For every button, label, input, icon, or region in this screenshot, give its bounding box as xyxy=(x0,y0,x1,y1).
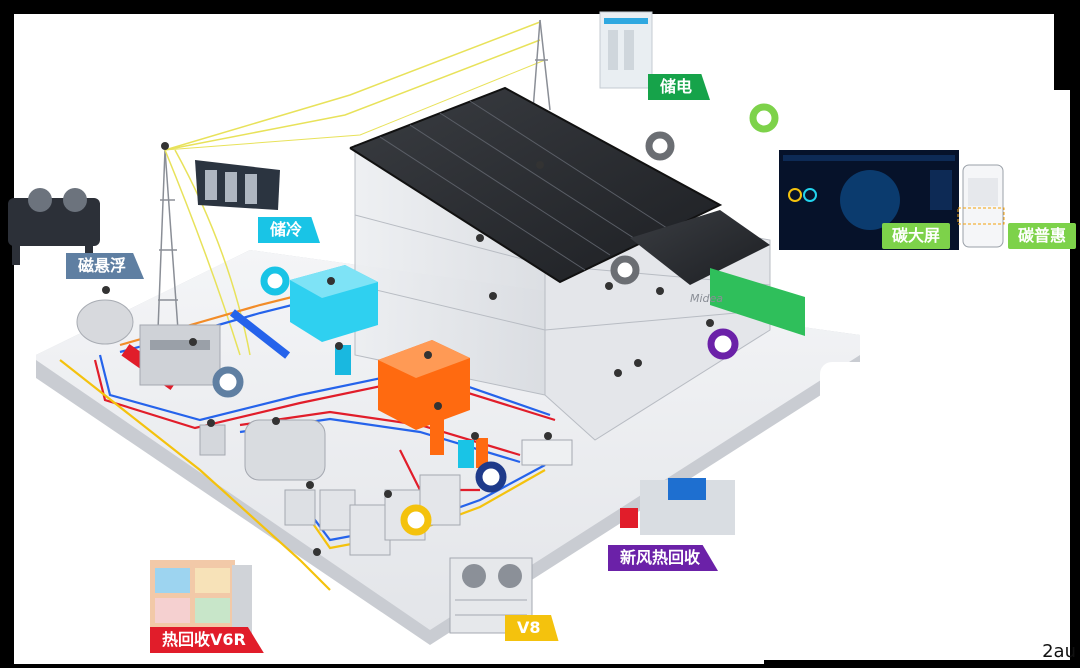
marker-pin-icon xyxy=(272,417,280,425)
marker-pin-icon xyxy=(489,292,497,300)
marker-pin-icon xyxy=(605,282,613,290)
marker-pin-icon xyxy=(207,419,215,427)
marker-pin-icon xyxy=(161,142,169,150)
label-cold-storage[interactable]: 储冷 xyxy=(258,217,321,243)
marker-pin-icon xyxy=(189,338,197,346)
building-brand: Midea xyxy=(690,292,723,305)
thumb-cold-storage xyxy=(195,160,280,210)
marker-pin-icon xyxy=(102,286,110,294)
marker-pin-icon xyxy=(335,342,343,350)
marker-pin-icon xyxy=(634,359,642,367)
vrf-unit-1 xyxy=(349,504,391,556)
marker-pin-icon xyxy=(536,161,544,169)
chiller-unit xyxy=(139,324,221,386)
thumb-heat-recovery xyxy=(150,560,252,635)
thumb-storage-power xyxy=(599,11,653,89)
marker-pin-icon xyxy=(476,234,484,242)
ring-marker-icon xyxy=(260,266,290,296)
label-carbon-screen[interactable]: 碳大屏 xyxy=(882,223,951,249)
ring-marker-icon xyxy=(707,328,739,360)
label-heat-recovery[interactable]: 热回收V6R xyxy=(150,627,264,653)
tank-horizontal xyxy=(244,419,326,481)
dashboard-screen-icon xyxy=(779,150,959,250)
green-wall-panel xyxy=(710,268,805,336)
solar-roof-annex xyxy=(630,210,770,285)
label-fresh-air[interactable]: 新风热回收 xyxy=(608,545,719,571)
marker-pin-icon xyxy=(614,369,622,377)
power-tower-right xyxy=(532,19,551,111)
marker-pins xyxy=(102,142,714,556)
thumb-maglev xyxy=(8,188,100,265)
marker-pin-icon xyxy=(384,490,392,498)
building: Midea xyxy=(349,86,805,441)
marker-pin-icon xyxy=(306,481,314,489)
marker-pin-icon xyxy=(706,319,714,327)
equipment-group xyxy=(76,265,573,556)
marker-pin-icon xyxy=(656,287,664,295)
power-tower-left xyxy=(157,149,179,331)
corner-text: 2au xyxy=(1042,641,1076,662)
label-carbon-benefit[interactable]: 碳普惠 xyxy=(1008,223,1077,249)
ring-marker-icon xyxy=(475,461,507,493)
marker-pin-icon xyxy=(544,432,552,440)
label-maglev[interactable]: 磁悬浮 xyxy=(66,253,145,279)
thumb-fresh-air xyxy=(620,478,735,535)
ring-marker-icon xyxy=(610,255,640,285)
label-storage-power[interactable]: 储电 xyxy=(648,74,711,100)
blank-card xyxy=(820,362,1006,472)
canvas-bg-top-right xyxy=(764,0,1054,90)
ring-markers[interactable] xyxy=(212,103,779,536)
ring-marker-icon xyxy=(645,131,675,161)
blue-pipe-bundle xyxy=(229,309,291,359)
marker-pin-icon xyxy=(313,548,321,556)
marker-pin-icon xyxy=(327,277,335,285)
marker-pin-icon xyxy=(471,432,479,440)
label-v8[interactable]: V8 xyxy=(505,615,559,641)
marker-pin-icon xyxy=(424,351,432,359)
ring-marker-icon xyxy=(400,504,432,536)
ring-marker-icon xyxy=(749,103,779,133)
marker-pin-icon xyxy=(434,402,442,410)
ring-marker-icon xyxy=(212,366,244,398)
cooling-tower xyxy=(76,299,134,345)
phone-icon xyxy=(957,164,1005,248)
